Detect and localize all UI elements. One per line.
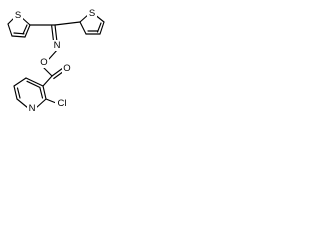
right-thiophene-ring [79,13,105,35]
imine-nitrogen-label: N [54,40,61,51]
pyridine-ring [13,77,57,109]
bond-py-c3-c2-double [39,87,44,99]
bond-left-c4-c5 [7,23,13,37]
left-thiophene-ring [7,15,31,38]
bond-carbonyl-c-to-ring [42,75,53,87]
bond-py-c6-c5-double [16,87,21,99]
atom-labels: S S N O O N Cl [13,8,97,114]
bond-carbonyl-c-to-o [51,67,64,77]
bond-right-thiophene-to-central-c [54,21,81,26]
bond-py-c2-n [35,98,47,109]
bond-py-c5-c4 [13,77,27,87]
bond-py-c3-c2 [42,85,47,100]
bond-left-c2-c3 [24,24,31,38]
bond-py-c2-to-cl [45,98,57,104]
bond-py-c4-c3-double [26,80,41,89]
bond-right-c3-c2 [79,21,87,35]
bond-py-n-c6 [16,98,29,109]
right-thiophene-sulfur-label: S [89,8,95,19]
bond-py-c4-c3 [25,77,44,87]
chlorine-label: Cl [58,98,67,109]
bond-right-c5-c4 [99,21,105,35]
bond-left-c2-c3-double [22,24,28,35]
chemical-structure-diagram: S S N O O N Cl [7,8,105,114]
left-thiophene-sulfur-label: S [15,10,21,21]
bond-central-c-to-n-double [51,25,55,42]
bond-central-c-to-n [54,24,58,43]
structure-canvas: S S N O O N Cl [0,0,123,122]
bond-left-c3-c4-double [13,32,25,35]
bond-left-c3-c4 [11,35,26,38]
bond-o-to-carbonyl-c [42,66,53,77]
bond-py-c6-c5 [13,85,18,100]
pyridine-nitrogen-label: N [29,103,36,114]
bond-right-c5-c4-double [96,22,102,33]
oxime-oxygen-label: O [40,57,47,68]
carbonyl-oxygen-label: O [63,63,70,74]
